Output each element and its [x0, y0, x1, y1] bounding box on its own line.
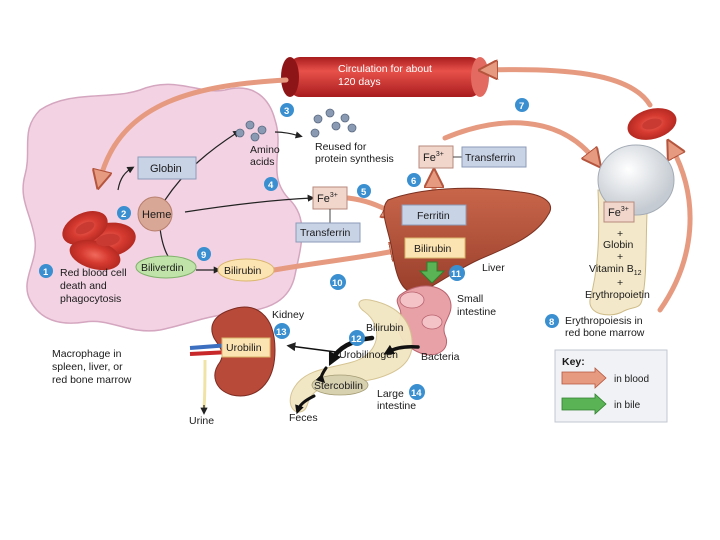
intestine-arrows: [286, 335, 420, 415]
svg-text:10: 10: [332, 278, 343, 289]
erythropoietin-label: Erythropoietin: [585, 289, 650, 301]
step-badge-10: 10: [330, 274, 346, 290]
small-intestine-label-2: intestine: [457, 306, 496, 318]
ferritin-label: Ferritin: [417, 210, 450, 222]
svg-text:9: 9: [201, 250, 206, 261]
step-badge-8: 8: [545, 314, 559, 328]
globin-bone-label: Globin: [603, 239, 634, 251]
rbc-death-label-1: Red blood cell: [60, 267, 127, 279]
heme-label: Heme: [142, 209, 171, 221]
key-bile-arrow: [561, 393, 607, 415]
stercobilin-label: Stercobilin: [314, 380, 363, 392]
svg-text:1: 1: [43, 267, 49, 278]
svg-text:14: 14: [411, 388, 422, 399]
rbc-death-label-3: phagocytosis: [60, 293, 121, 305]
step-badge-2: 2: [117, 206, 131, 220]
fe-label-circulation: Fe3+: [423, 151, 444, 164]
key-legend: Key: in blood in bile: [554, 349, 668, 423]
fe-box-bone: [603, 201, 635, 223]
macrophage-label-1: Macrophage in: [52, 348, 122, 360]
key-bile-label: in bile: [614, 400, 641, 411]
circulation-label-1: Circulation for about: [338, 63, 432, 75]
kidney-label: Kidney: [272, 309, 305, 321]
macrophage-label-3: red bone marrow: [52, 374, 132, 386]
svg-text:5: 5: [361, 187, 367, 198]
urobilinogen-label: Urobilinogen: [339, 349, 398, 361]
heme-node: [137, 196, 173, 232]
key-title: Key:: [562, 356, 585, 368]
step-badge-11: 11: [449, 265, 465, 281]
amino-acids-label-2: acids: [250, 156, 275, 168]
svg-text:6: 6: [411, 176, 416, 187]
bacteria-label: Bacteria: [421, 351, 460, 363]
svg-text:11: 11: [451, 269, 462, 280]
stercobilin-node: [311, 374, 369, 396]
transferrin-box-macrophage: [295, 222, 361, 243]
urobilin-label: Urobilin: [226, 342, 262, 354]
reused-label-1: Reused for: [315, 141, 367, 153]
svg-text:13: 13: [276, 327, 287, 338]
svg-text:12: 12: [351, 334, 362, 345]
amino-acids-label-1: Amino: [250, 144, 280, 156]
bilirubin-label-liver: Bilirubin: [414, 243, 452, 255]
plus-2: +: [617, 251, 623, 263]
biliverdin-label: Biliverdin: [141, 262, 184, 274]
erythropoiesis-label-1: Erythropoiesis in: [565, 315, 643, 327]
large-intestine-label-1: Large: [377, 388, 404, 400]
bilirubin-label-intestine: Bilirubin: [366, 322, 404, 334]
urine-label: Urine: [189, 415, 214, 427]
globin-label: Globin: [150, 163, 182, 175]
step-badge-7: 7: [515, 98, 529, 112]
large-intestine-label-2: intestine: [377, 400, 416, 412]
step-badge-9: 9: [197, 247, 211, 261]
bilirubin-node-macrophage: [217, 258, 275, 282]
step-badge-5: 5: [357, 184, 371, 198]
plus-1: +: [617, 228, 623, 240]
step-badge-6: 6: [407, 173, 421, 187]
biliverdin-node: [135, 255, 197, 279]
small-intestine-label-1: Small: [457, 293, 483, 305]
step-badges: 1 2 3 4 5 6 7 8 9 10 11 12 13 14: [39, 98, 559, 400]
fe-label-bone: Fe3+: [608, 206, 629, 219]
ferritin-box: [401, 204, 467, 226]
internal-arrows: [117, 130, 315, 274]
amino-acid-dots: [235, 108, 357, 142]
step-badge-14: 14: [409, 384, 425, 400]
red-blood-cells: [62, 211, 136, 271]
transferrin-box-circulation: [461, 146, 527, 168]
svg-text:8: 8: [549, 317, 554, 328]
svg-text:7: 7: [519, 101, 524, 112]
svg-text:4: 4: [268, 180, 274, 191]
new-red-blood-cell: [627, 108, 677, 140]
key-blood-label: in blood: [614, 374, 649, 385]
svg-text:2: 2: [121, 209, 126, 220]
plus-3: +: [617, 277, 623, 289]
erythropoiesis-label-2: red bone marrow: [565, 327, 645, 339]
fe-label-macrophage: Fe3+: [317, 192, 338, 205]
step-badge-13: 13: [274, 323, 290, 339]
bilirubin-label-macrophage: Bilirubin: [224, 265, 262, 277]
step-badge-12: 12: [349, 330, 365, 346]
globin-box: [137, 156, 197, 180]
vitamin-label: Vitamin B12: [589, 263, 642, 277]
urobilin-box: [221, 337, 271, 358]
macrophage-label-2: spleen, liver, or: [52, 361, 123, 373]
key-blood-arrow: [561, 367, 607, 389]
step-badge-1: 1: [39, 264, 53, 278]
transferrin-label-circulation: Transferrin: [465, 152, 516, 164]
step-badge-4: 4: [264, 177, 278, 191]
rbc-death-label-2: death and: [60, 280, 107, 292]
transferrin-label-macrophage: Transferrin: [300, 227, 351, 239]
svg-text:3: 3: [284, 106, 289, 117]
circulation-label-2: 120 days: [338, 76, 381, 88]
bilirubin-box-liver: [404, 237, 466, 259]
step-badge-3: 3: [280, 103, 294, 117]
bile-arrow: [418, 261, 446, 284]
feces-label: Feces: [289, 412, 318, 424]
liver-label: Liver: [482, 262, 505, 274]
reused-label-2: protein synthesis: [315, 153, 394, 165]
